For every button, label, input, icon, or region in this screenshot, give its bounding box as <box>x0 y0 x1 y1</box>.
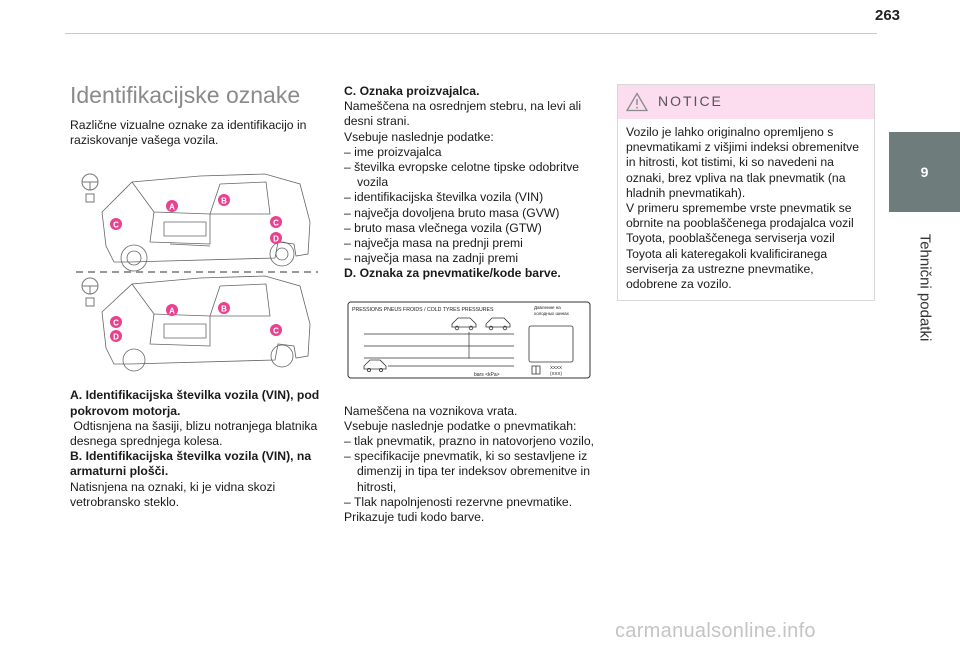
svg-text:D: D <box>273 235 279 244</box>
svg-text:B: B <box>221 197 227 206</box>
svg-text:A: A <box>169 203 175 212</box>
section-d-line-2: Vsebuje naslednje podatke o pnevmatikah: <box>344 418 577 433</box>
notice-text: Vozilo je lahko originalno opremljeno s … <box>626 125 859 200</box>
manual-book-icon <box>531 365 541 375</box>
svg-text:C: C <box>113 319 119 328</box>
section-c-item: – bruto masa vlečnega vozila (GTW) <box>344 220 542 235</box>
tyre-label-ru-2: холодных шинах <box>534 311 570 316</box>
section-c-item: – identifikacijska številka vozila (VIN) <box>344 190 544 205</box>
van-bottom-drawing <box>101 276 311 372</box>
tyre-label-code-1: XXXX <box>550 365 562 370</box>
car-icon-spare <box>363 359 387 372</box>
page-title: Identifikacijske oznake <box>70 82 301 108</box>
section-d-item: – specifikacije pnevmatik, ki so sestavl… <box>344 449 591 494</box>
marker-c-top-right: C <box>270 216 282 229</box>
section-a: A. Identifikacijska številka vozila (VIN… <box>70 388 322 510</box>
page-number: 263 <box>875 7 901 24</box>
section-c-line-2: desni strani. <box>344 114 410 129</box>
tyre-table <box>364 331 514 358</box>
section-d-last: Prikazuje tudi kodo barve. <box>344 510 485 525</box>
section-a-title-2: pokrovom motorja. <box>70 403 181 418</box>
section-d-line-1: Nameščena na voznikova vrata. <box>344 403 518 418</box>
notice-body: Vozilo je lahko originalno opremljeno s … <box>618 119 874 300</box>
svg-text:C: C <box>273 219 279 228</box>
marker-c-top-left: C <box>110 218 122 231</box>
watermark: carmanualsonline.info <box>615 620 816 642</box>
steering-wheel-top-icon <box>81 173 99 203</box>
chapter-tab[interactable]: 9 <box>889 132 960 212</box>
section-b-text-2: vetrobransko steklo. <box>70 494 180 509</box>
notice-title: NOTICE <box>658 93 723 110</box>
marker-a-bottom: A <box>166 304 178 317</box>
section-c-line-3: Vsebuje naslednje podatke: <box>344 129 494 144</box>
section-c-item: – številka evropske celotne tipske odobr… <box>344 160 580 190</box>
section-d-title: D. Oznaka za pnevmatike/kode barve. <box>344 266 561 281</box>
svg-text:C: C <box>273 327 279 336</box>
tyre-pressure-label-illustration: PRESSIONS PNEUS FROIDS / COLD TYRES PRES… <box>347 301 591 379</box>
header-divider <box>65 33 877 34</box>
intro-text: Različne vizualne oznake za identifikaci… <box>70 118 307 148</box>
marker-b-bottom: B <box>218 302 230 315</box>
svg-text:C: C <box>113 221 119 230</box>
car-icon-full-load <box>485 317 511 330</box>
warning-triangle-icon <box>626 92 648 112</box>
section-c-item: – ime proizvajalca <box>344 144 442 159</box>
marker-a-top: A <box>166 200 178 213</box>
section-c-item: – največja dovoljena bruto masa (GVW) <box>344 205 560 220</box>
marker-d-bottom-left: D <box>110 330 122 343</box>
section-b-title-1: B. Identifikacijska številka vozila (VIN… <box>70 449 312 464</box>
section-c-title: C. Oznaka proizvajalca. <box>344 84 480 98</box>
section-d-item: – tlak pnevmatik, prazno in natovorjeno … <box>344 434 594 449</box>
vehicle-identification-illustration: A B C C D <box>76 173 318 372</box>
svg-text:A: A <box>169 307 175 316</box>
column-middle: C. Oznaka proizvajalca. Nameščena na osr… <box>344 84 594 525</box>
car-icon-light-load <box>451 317 477 330</box>
section-a-title-1: A. Identifikacijska številka vozila (VIN… <box>70 388 320 403</box>
tyre-label-code-2: (XXX) <box>550 371 563 376</box>
marker-d-top: D <box>270 232 282 245</box>
marker-c-bottom-right: C <box>270 324 282 337</box>
tyre-label-header: PRESSIONS PNEUS FROIDS / COLD TYRES PRES… <box>352 307 494 313</box>
chapter-title-text: Tehnični podatki <box>916 233 934 341</box>
notice-box: NOTICE Vozilo je lahko originalno opreml… <box>617 84 875 302</box>
column-right: NOTICE Vozilo je lahko originalno opreml… <box>617 84 875 302</box>
tyre-label-color-box <box>528 325 574 363</box>
section-b-title-2: armaturni plošči. <box>70 464 169 479</box>
notice-header: NOTICE <box>618 85 874 119</box>
section-c-line-1: Nameščena na osrednjem stebru, na levi a… <box>344 99 582 114</box>
steering-wheel-bottom-icon <box>81 277 99 307</box>
section-b-text-1: Natisnjena na oznaki, ki je vidna skozi <box>70 479 276 494</box>
section-a-text-1: Odtisnjena na šasiji, blizu notranjega b… <box>70 418 318 433</box>
chapter-title: Tehnični podatki <box>889 212 960 362</box>
section-a-text-2: desnega sprednjega kolesa. <box>70 434 223 449</box>
van-top-drawing <box>101 174 311 272</box>
tyre-label-ru-1: Давление на <box>534 305 561 310</box>
section-c-item: – največja masa na prednji premi <box>344 236 523 251</box>
notice-text-2: V primeru spremembe vrste pnevmatik se o… <box>626 201 854 292</box>
tyre-label-units: bars <kPa> <box>474 372 500 378</box>
svg-text:D: D <box>113 333 119 342</box>
section-c-item: – največja masa na zadnji premi <box>344 251 519 266</box>
svg-text:B: B <box>221 305 227 314</box>
section-d-item: – Tlak napolnjenosti rezervne pnevmatike… <box>344 494 573 509</box>
marker-b-top: B <box>218 194 230 207</box>
column-left: Identifikacijske oznake Različne vizualn… <box>70 82 322 510</box>
marker-c-bottom-left: C <box>110 316 122 329</box>
